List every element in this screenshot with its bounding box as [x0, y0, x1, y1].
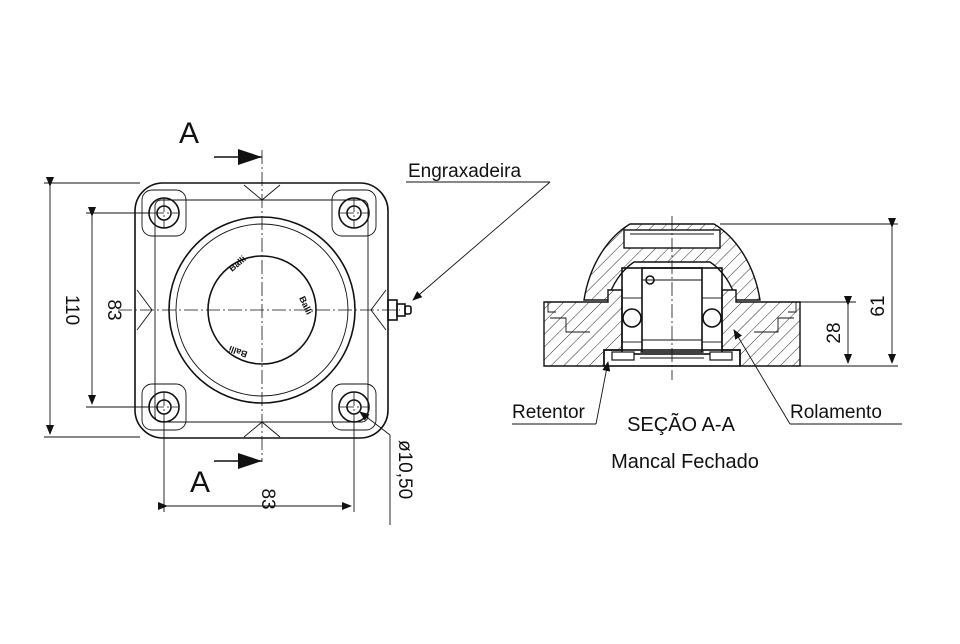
- logo-top: Balli: [227, 254, 248, 274]
- bearing-left: [621, 297, 643, 343]
- logo-right: Balli: [297, 295, 314, 316]
- grease-label: Engraxadeira: [408, 161, 521, 182]
- section-arrow-bottom: [214, 453, 262, 469]
- seal-left: [611, 351, 635, 361]
- seal-right: [709, 351, 733, 361]
- logo-bottom: Balli: [227, 344, 248, 360]
- dim-28-label: 28: [824, 322, 845, 343]
- dim-110: [44, 177, 140, 438]
- bearing-leader: [733, 329, 791, 425]
- dim-61: [720, 218, 898, 367]
- part-name: Mancal Fechado: [611, 451, 759, 473]
- ear-top-right: [331, 189, 377, 237]
- bearing-right: [701, 297, 723, 343]
- grease-leader: [412, 181, 551, 301]
- dim-61-label: 61: [868, 295, 889, 316]
- base-right-step: [754, 317, 794, 333]
- dim-83-vertical: [86, 207, 150, 408]
- housing-inner-outline: [154, 199, 369, 423]
- dim-83-horizontal-label: 83: [257, 488, 278, 509]
- base-left-step: [550, 317, 590, 333]
- retainer-label: Retentor: [512, 402, 586, 423]
- retainer-leader: [595, 361, 611, 425]
- base-right-notch: [788, 302, 797, 313]
- diameter-leader: [359, 411, 391, 436]
- section-arrow-top: [214, 149, 262, 165]
- dim-110-label: 110: [61, 295, 82, 325]
- housing-outline: [134, 182, 389, 439]
- diameter-label: ø10,50: [394, 440, 415, 499]
- section-view: Retentor Rolamento SEÇÃO A-A Mancal Fech…: [512, 216, 902, 473]
- dim-83-vertical-label: 83: [103, 299, 124, 320]
- base-left-section: [543, 289, 623, 367]
- section-letter-top: A: [179, 117, 199, 150]
- bearing-label: Rolamento: [790, 402, 882, 423]
- dim-83-horizontal: [158, 420, 355, 512]
- front-view: Balli Balli Balli A A: [44, 117, 551, 525]
- base-left-notch: [547, 302, 556, 313]
- section-letter-bottom: A: [190, 466, 210, 499]
- section-title: SEÇÃO A-A: [627, 412, 735, 436]
- dim-28: [800, 296, 856, 364]
- base-right-section: [721, 289, 801, 367]
- set-screw: [645, 275, 655, 285]
